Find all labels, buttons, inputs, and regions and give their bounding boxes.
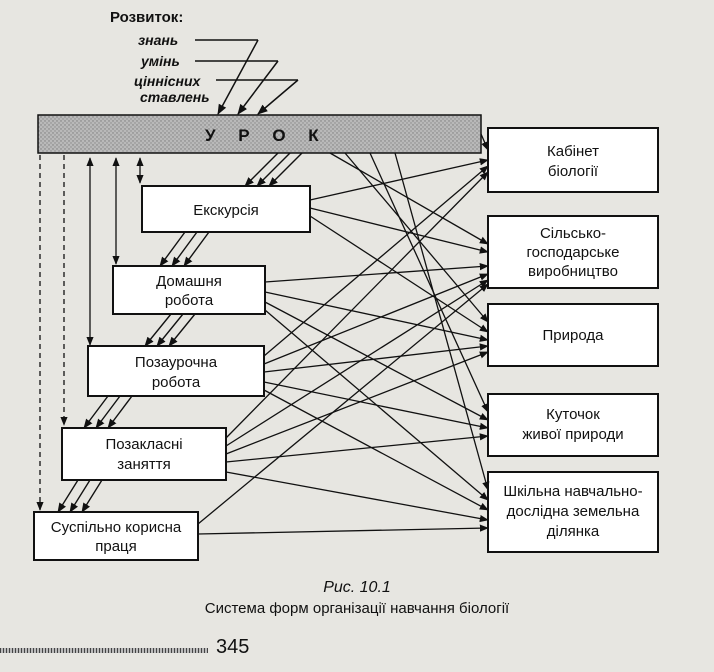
development-item-knowledge: знань — [138, 32, 178, 48]
place-nature-line1: Природа — [543, 327, 605, 344]
place-agriculture-line3: виробництво — [528, 263, 618, 280]
place-agriculture — [487, 215, 659, 289]
place-agriculture-line1: Сільсько- — [540, 225, 606, 242]
node-excursion — [141, 185, 311, 233]
place-school-plot-line2: дослідна земельна — [507, 503, 640, 520]
development-arrows — [195, 39, 299, 115]
node-community-work — [33, 511, 199, 561]
place-living-corner-line1: Куточок — [546, 406, 600, 423]
cascade-arrows — [57, 152, 303, 513]
node-community-work-line1: Суспільно корисна — [51, 519, 182, 536]
figure-number: Рис. 10.1 — [323, 579, 391, 596]
development-item-values-2: ставлень — [140, 89, 210, 105]
place-school-plot-line3: ділянка — [547, 523, 600, 540]
urok-box — [37, 114, 482, 154]
place-cabinet — [487, 127, 659, 193]
node-extracurricular-line1: Позакласні — [105, 436, 182, 453]
place-school-plot — [487, 471, 659, 553]
place-living-corner — [487, 393, 659, 457]
place-connections — [197, 133, 490, 535]
node-homework-line1: Домашня — [156, 273, 222, 290]
node-out-of-class-line1: Позаурочна — [135, 354, 218, 371]
page-number: 345 — [216, 636, 250, 658]
figure-title: Система форм організації навчання біолог… — [204, 600, 510, 617]
node-out-of-class-line2: робота — [152, 374, 201, 391]
place-cabinet-line2: біології — [548, 163, 599, 180]
development-title: Розвиток: — [110, 9, 183, 26]
node-excursion-label: Екскурсія — [193, 202, 259, 219]
place-living-corner-line2: живої природи — [522, 426, 623, 443]
place-cabinet-line1: Кабінет — [547, 143, 599, 160]
node-out-of-class — [87, 345, 265, 397]
development-item-skills: умінь — [140, 53, 180, 69]
place-school-plot-line1: Шкільна навчально- — [503, 483, 642, 500]
node-homework-line2: робота — [165, 292, 214, 309]
place-agriculture-line2: господарське — [527, 244, 620, 261]
footer-rule — [0, 648, 208, 653]
node-homework — [112, 265, 266, 315]
node-community-work-line2: праця — [95, 538, 137, 555]
urok-label: У Р О К — [205, 126, 328, 145]
place-nature — [487, 303, 659, 367]
development-item-values-1: ціннісних — [134, 73, 202, 89]
node-extracurricular-line2: заняття — [117, 456, 171, 473]
vertical-connectors — [36, 155, 144, 511]
node-extracurricular — [61, 427, 227, 481]
